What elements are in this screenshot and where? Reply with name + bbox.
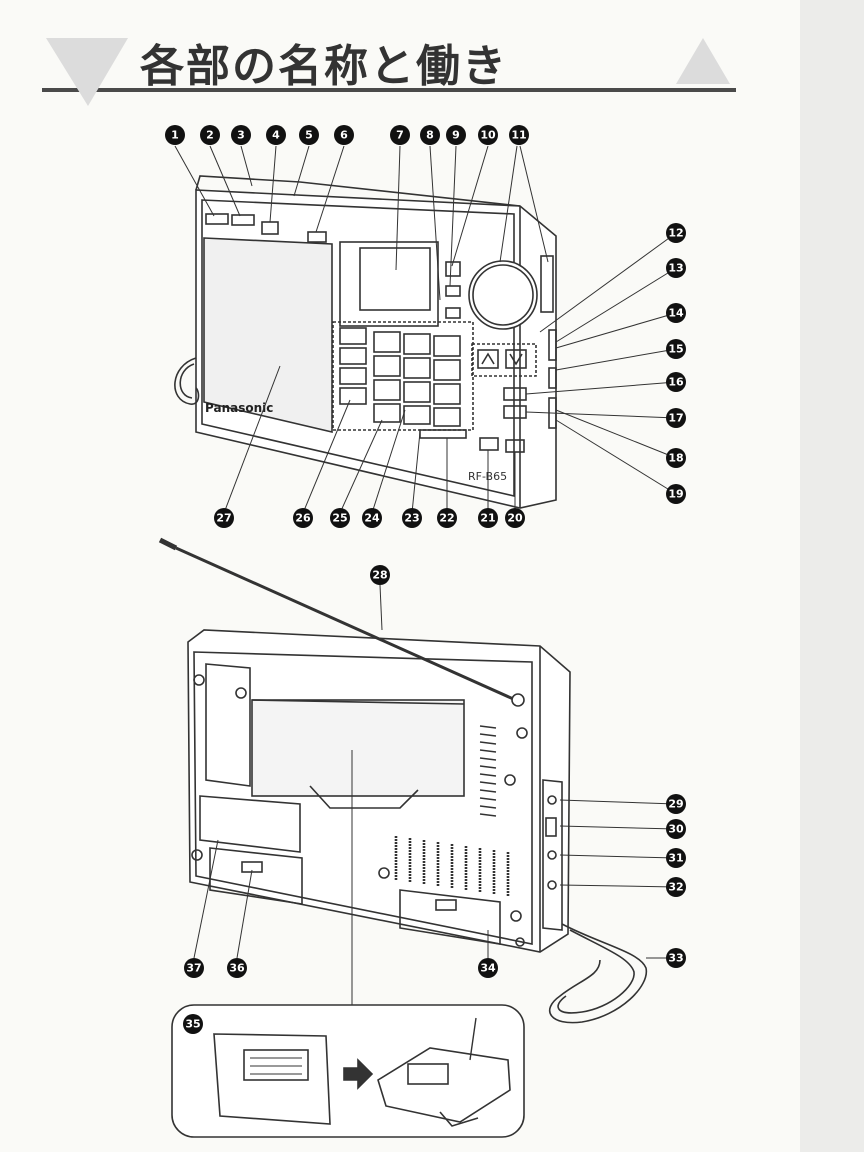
brand-logo: Panasonic xyxy=(205,401,273,415)
callout-17: 17 xyxy=(666,408,686,428)
svg-text:25: 25 xyxy=(332,512,347,525)
svg-text:34: 34 xyxy=(480,962,496,975)
callout-8: 8 xyxy=(420,125,440,145)
title-right-triangle xyxy=(676,38,730,84)
svg-text:9: 9 xyxy=(452,129,460,142)
callout-10: 10 xyxy=(478,125,498,145)
svg-text:33: 33 xyxy=(668,952,683,965)
callout-20: 20 xyxy=(505,508,525,528)
callout-25: 25 xyxy=(330,508,350,528)
callout-3: 3 xyxy=(231,125,251,145)
callout-32: 32 xyxy=(666,877,686,897)
svg-text:27: 27 xyxy=(216,512,231,525)
callout-7: 7 xyxy=(390,125,410,145)
svg-text:26: 26 xyxy=(295,512,311,525)
callout-30: 30 xyxy=(666,819,686,839)
svg-text:37: 37 xyxy=(186,962,201,975)
svg-text:12: 12 xyxy=(668,227,683,240)
callout-5: 5 xyxy=(299,125,319,145)
callout-9: 9 xyxy=(446,125,466,145)
svg-text:6: 6 xyxy=(340,129,348,142)
callout-4: 4 xyxy=(266,125,286,145)
svg-text:22: 22 xyxy=(439,512,454,525)
radio-back-illustration xyxy=(160,540,646,1023)
svg-text:31: 31 xyxy=(668,852,683,865)
svg-text:23: 23 xyxy=(404,512,419,525)
callout-1: 1 xyxy=(165,125,185,145)
svg-text:1: 1 xyxy=(171,129,179,142)
callout-16: 16 xyxy=(666,372,686,392)
svg-text:11: 11 xyxy=(511,129,526,142)
radio-front-illustration xyxy=(175,176,556,508)
svg-text:28: 28 xyxy=(372,569,387,582)
svg-text:29: 29 xyxy=(668,798,683,811)
callout-27: 27 xyxy=(214,508,234,528)
svg-text:30: 30 xyxy=(668,823,684,836)
title-left-triangle xyxy=(46,38,128,106)
callout-19: 19 xyxy=(666,484,686,504)
svg-text:7: 7 xyxy=(396,129,404,142)
svg-text:2: 2 xyxy=(206,129,214,142)
svg-text:19: 19 xyxy=(668,488,683,501)
callout-11: 11 xyxy=(509,125,529,145)
svg-text:32: 32 xyxy=(668,881,683,894)
callout-18: 18 xyxy=(666,448,686,468)
callout-34: 34 xyxy=(478,958,498,978)
callout-28: 28 xyxy=(370,565,390,585)
svg-text:17: 17 xyxy=(668,412,683,425)
callout-13: 13 xyxy=(666,258,686,278)
callout-2: 2 xyxy=(200,125,220,145)
callout-24: 24 xyxy=(362,508,382,528)
svg-text:5: 5 xyxy=(305,129,313,142)
svg-text:16: 16 xyxy=(668,376,684,389)
svg-text:35: 35 xyxy=(185,1018,200,1031)
callout-12: 12 xyxy=(666,223,686,243)
svg-text:24: 24 xyxy=(364,512,380,525)
callout-23: 23 xyxy=(402,508,422,528)
callout-14: 14 xyxy=(666,303,686,323)
callout-21: 21 xyxy=(478,508,498,528)
svg-text:36: 36 xyxy=(229,962,245,975)
svg-text:21: 21 xyxy=(480,512,495,525)
svg-text:13: 13 xyxy=(668,262,683,275)
svg-text:15: 15 xyxy=(668,343,683,356)
svg-text:14: 14 xyxy=(668,307,684,320)
inset-box xyxy=(172,1005,524,1137)
callout-36: 36 xyxy=(227,958,247,978)
svg-text:3: 3 xyxy=(237,129,245,142)
callout-6: 6 xyxy=(334,125,354,145)
svg-text:4: 4 xyxy=(272,129,280,142)
callout-15: 15 xyxy=(666,339,686,359)
callout-33: 33 xyxy=(666,948,686,968)
svg-text:18: 18 xyxy=(668,452,683,465)
callout-31: 31 xyxy=(666,848,686,868)
callout-29: 29 xyxy=(666,794,686,814)
callout-37: 37 xyxy=(184,958,204,978)
svg-text:20: 20 xyxy=(507,512,523,525)
callout-35: 35 xyxy=(183,1014,203,1034)
callout-22: 22 xyxy=(437,508,457,528)
svg-text:8: 8 xyxy=(426,129,434,142)
svg-text:10: 10 xyxy=(480,129,496,142)
callout-26: 26 xyxy=(293,508,313,528)
